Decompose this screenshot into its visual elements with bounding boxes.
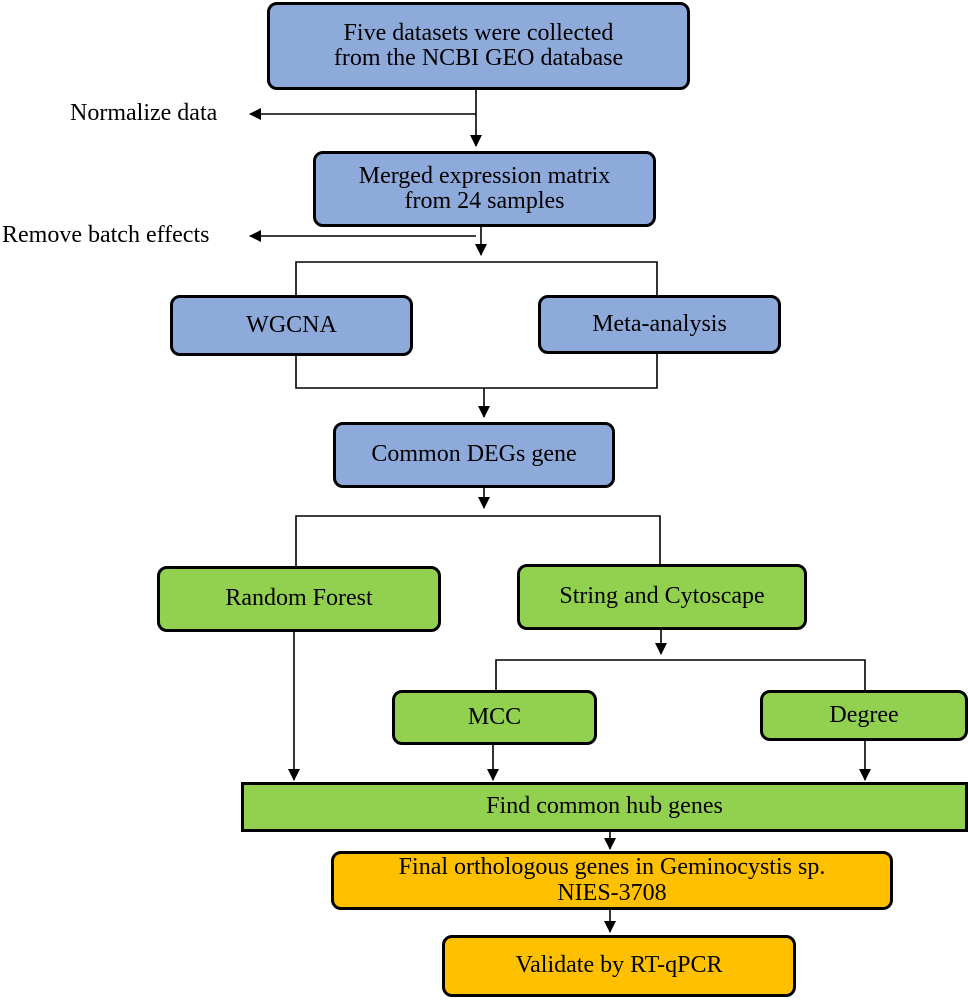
step-validate-rt-qpcr: Validate by RT-qPCR <box>442 935 796 997</box>
step-find-hub-label: Find common hub genes <box>486 793 723 820</box>
step-wgcna: WGCNA <box>170 295 413 356</box>
step-collect-line2: from the NCBI GEO database <box>333 45 624 71</box>
step-mcc: MCC <box>392 690 597 745</box>
step-random-forest: Random Forest <box>157 566 441 632</box>
step-final-line1: Final orthologous genes in Geminocystis … <box>398 854 826 881</box>
step-merged-matrix: Merged expression matrix from 24 samples <box>313 151 656 227</box>
step-degree-label: Degree <box>829 701 899 728</box>
step-final-line2: NIES-3708 <box>557 879 667 906</box>
step-merge-line1: Merged expression matrix <box>358 162 611 189</box>
step-final-orthologous-genes: Final orthologous genes in Geminocystis … <box>331 851 893 910</box>
step-meta-analysis: Meta-analysis <box>538 295 781 354</box>
remove-batch-effects-label: Remove batch effects <box>2 222 210 248</box>
step-collect-line1: Five datasets were collected <box>343 19 614 46</box>
step-validate-label: Validate by RT-qPCR <box>515 952 723 979</box>
normalize-data-label: Normalize data <box>70 100 218 126</box>
bracket-top-upper <box>295 261 658 300</box>
step-string-cytoscape: String and Cytoscape <box>517 564 807 630</box>
step-degree: Degree <box>760 690 968 741</box>
step-string-cytoscape-label: String and Cytoscape <box>559 583 765 610</box>
bracket-split-ppi <box>495 659 866 690</box>
bracket-split-ml <box>295 515 661 566</box>
step-meta-label: Meta-analysis <box>592 310 727 337</box>
bracket-top-lower <box>295 349 658 389</box>
step-collect-datasets: Five datasets were collected from the NC… <box>267 2 690 90</box>
step-random-forest-label: Random Forest <box>225 585 373 612</box>
step-wgcna-label: WGCNA <box>246 311 337 338</box>
step-merge-line2: from 24 samples <box>404 188 565 214</box>
step-common-degs: Common DEGs gene <box>333 422 615 488</box>
step-common-degs-label: Common DEGs gene <box>371 441 577 468</box>
step-find-common-hub-genes: Find common hub genes <box>241 782 968 832</box>
step-mcc-label: MCC <box>467 703 522 730</box>
